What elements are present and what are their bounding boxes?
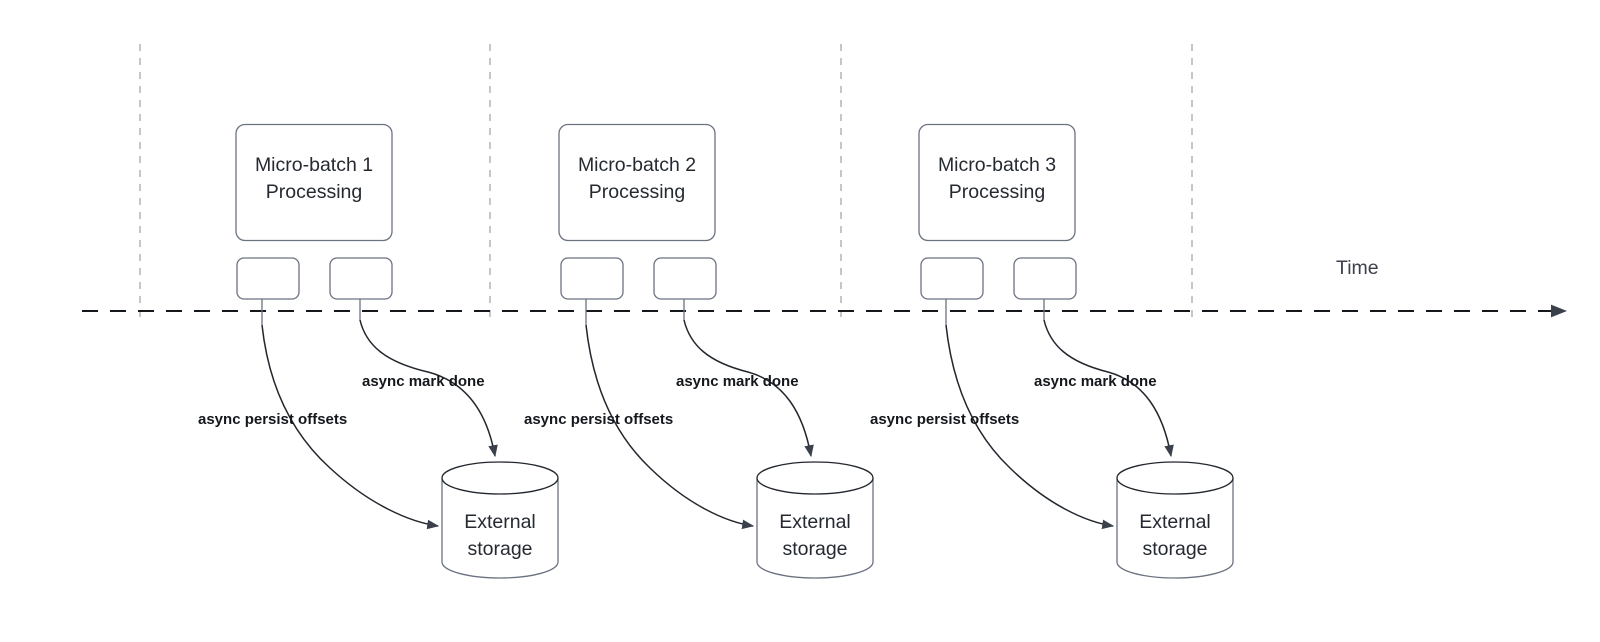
group-3-task-box-right[interactable]	[1013, 257, 1077, 300]
group-2-mark-done-arrow	[683, 319, 814, 458]
group-1-mark-done-arrow	[359, 319, 498, 458]
group-2-persist-offsets-arrow	[585, 324, 755, 530]
group-3: Micro-batch 3 Processing async mark done…	[870, 123, 1234, 579]
micro-batch-2-label-line1: Micro-batch 2	[578, 154, 696, 176]
group-2: Micro-batch 2 Processing async mark done…	[524, 123, 874, 579]
micro-batch-1-box[interactable]	[235, 123, 393, 242]
group-3-persist-offsets-label: async persist offsets	[870, 411, 1019, 428]
group-3-persist-offsets-arrow	[945, 324, 1115, 530]
group-1-mark-done-label: async mark done	[362, 373, 485, 390]
group-3-mark-done-arrow	[1043, 319, 1174, 458]
group-2-persist-offsets-label: async persist offsets	[524, 411, 673, 428]
group-1-task-box-left[interactable]	[236, 257, 300, 300]
micro-batch-1-label-line1: Micro-batch 1	[255, 154, 373, 176]
micro-batch-3-label-line1: Micro-batch 3	[938, 154, 1056, 176]
micro-batch-2-box[interactable]	[558, 123, 716, 242]
time-axis-label: Time	[1336, 257, 1379, 279]
group-3-mark-done-label: async mark done	[1034, 373, 1157, 390]
group-3-storage-label-line1: External	[1139, 511, 1211, 533]
group-3-external-storage[interactable]: External storage	[1116, 461, 1234, 579]
group-3-storage-label-line2: storage	[1142, 538, 1207, 560]
group-2-mark-done-label: async mark done	[676, 373, 799, 390]
micro-batch-3-label-line2: Processing	[949, 181, 1045, 203]
group-1-persist-offsets-label: async persist offsets	[198, 411, 347, 428]
group-2-storage-label-line1: External	[779, 511, 851, 533]
group-2-task-box-left[interactable]	[560, 257, 624, 300]
group-1-persist-offsets-arrow	[261, 324, 440, 530]
group-2-task-box-right[interactable]	[653, 257, 717, 300]
group-1-storage-label-line2: storage	[467, 538, 532, 560]
group-1-external-storage[interactable]: External storage	[441, 461, 559, 579]
micro-batch-3-box[interactable]	[918, 123, 1076, 242]
timeline-ticks	[139, 44, 1193, 320]
micro-batch-1-label-line2: Processing	[266, 181, 362, 203]
group-1-task-box-right[interactable]	[329, 257, 393, 300]
micro-batch-2-label-line2: Processing	[589, 181, 685, 203]
group-1: Micro-batch 1 Processing async mark done…	[198, 123, 559, 579]
group-2-storage-label-line2: storage	[782, 538, 847, 560]
group-3-task-box-left[interactable]	[920, 257, 984, 300]
group-2-external-storage[interactable]: External storage	[756, 461, 874, 579]
group-1-storage-label-line1: External	[464, 511, 536, 533]
